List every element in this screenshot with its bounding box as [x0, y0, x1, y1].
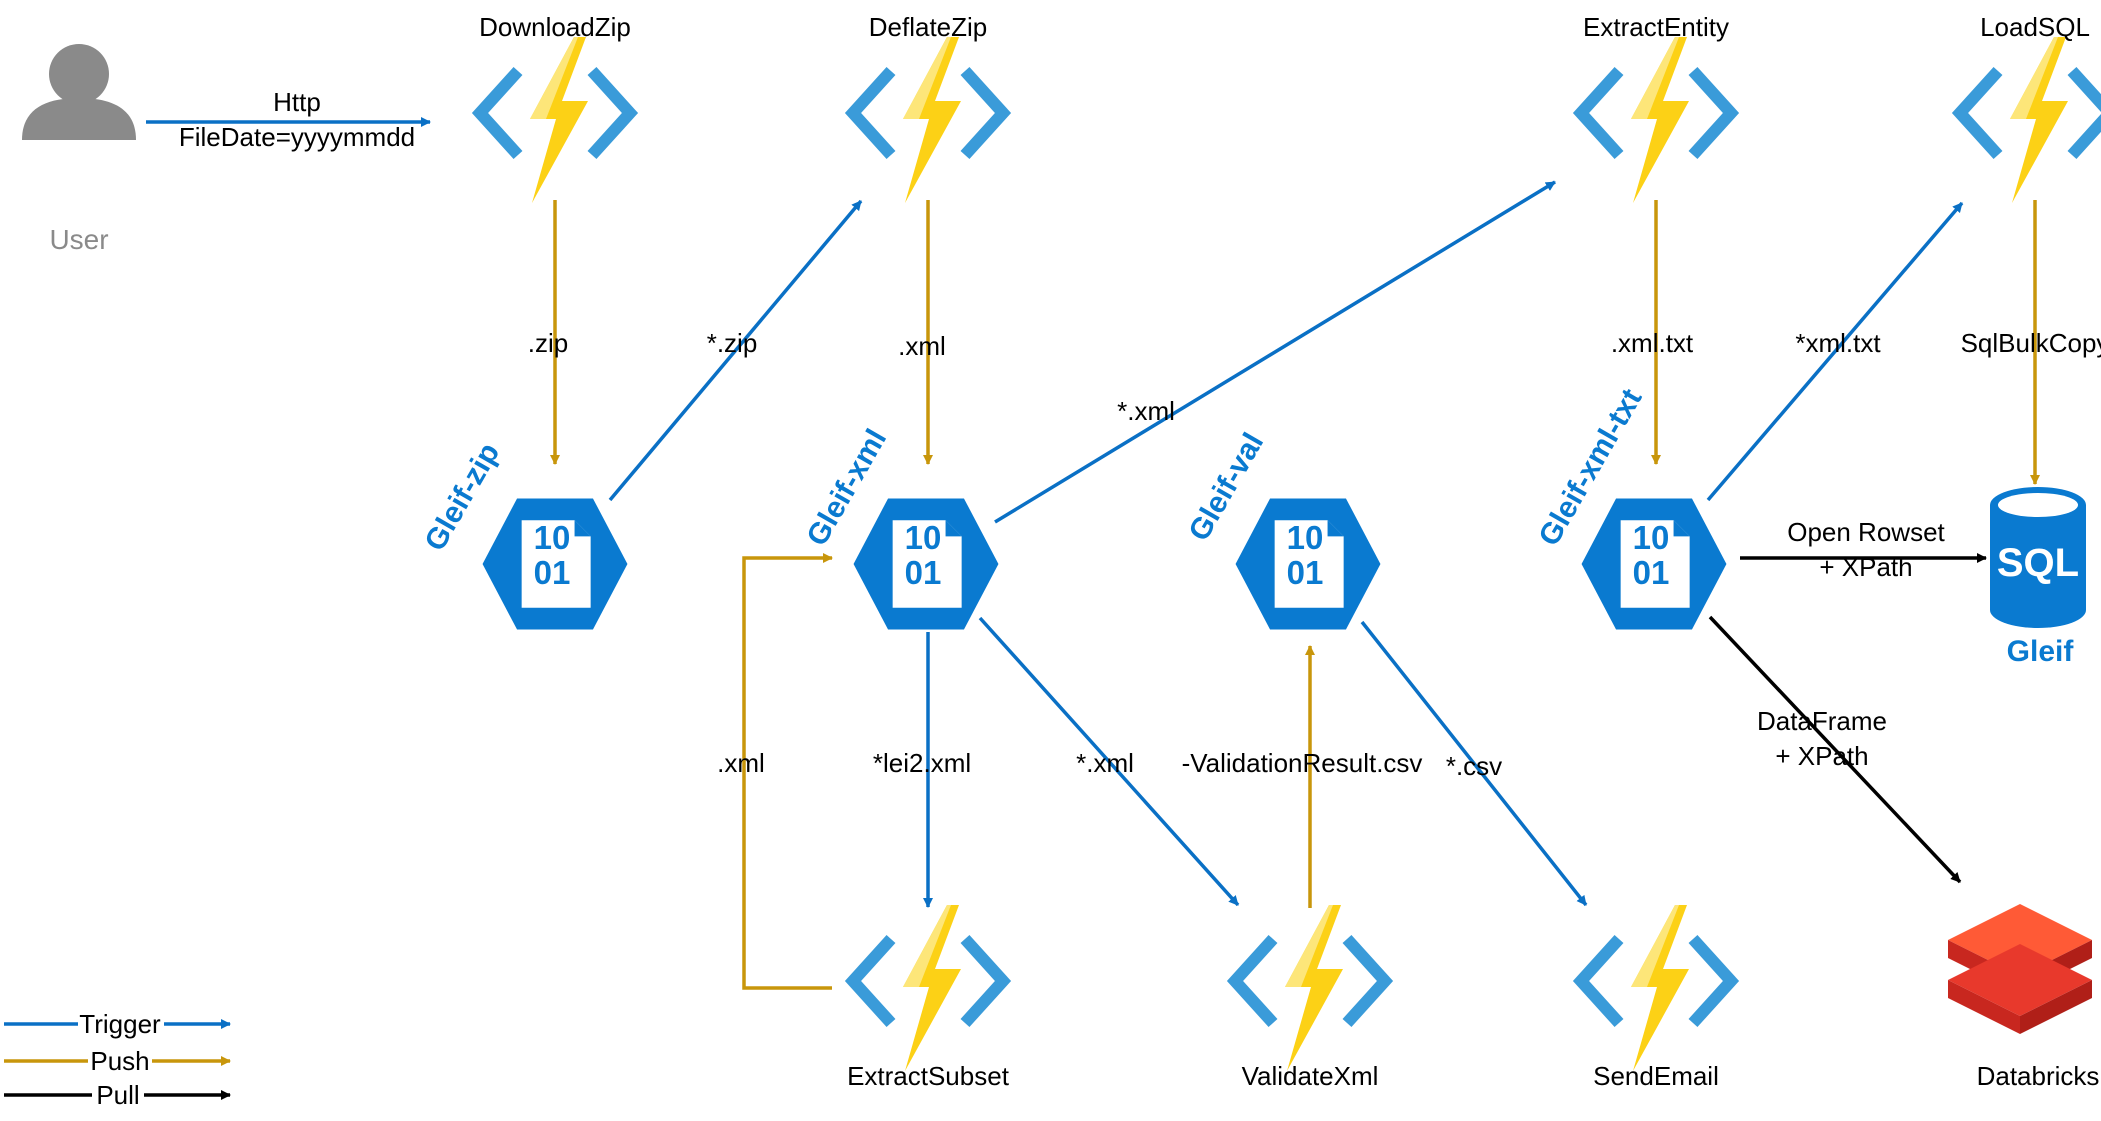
gleif-xml-txt-storage-icon: 10 01 — [1581, 498, 1727, 630]
legend-push-label: Push — [90, 1046, 149, 1076]
edge-validate-trigger — [978, 616, 1240, 907]
extractsubset-label: ExtractSubset — [847, 1061, 1010, 1091]
loadsql-function-icon — [1960, 37, 2101, 203]
edge-zip-trigger — [608, 199, 863, 502]
edge-label-zip: .zip — [528, 328, 568, 358]
deflatezip-label: DeflateZip — [869, 12, 988, 42]
validatexml-label: ValidateXml — [1242, 1061, 1379, 1091]
legend-trigger-label: Trigger — [79, 1009, 161, 1039]
edge-label-subset-xml: .xml — [717, 748, 765, 778]
sql-gleif-label: Gleif — [2007, 635, 2075, 668]
edge-label-lei2: *lei2.xml — [873, 748, 971, 778]
gleif-xml-storage-icon: 10 01 — [853, 498, 999, 630]
legend-pull-label: Pull — [96, 1080, 139, 1110]
svg-text:10: 10 — [905, 519, 942, 556]
edge-label-openrowset-xpath: + XPath — [1819, 552, 1912, 582]
edge-label-zip-trigger: *.zip — [707, 328, 758, 358]
databricks-label: Databricks — [1977, 1061, 2100, 1091]
edge-label-dataframe-xpath: + XPath — [1775, 741, 1868, 771]
svg-text:01: 01 — [534, 554, 571, 591]
extractsubset-function-icon — [853, 905, 1003, 1071]
edge-label-validation: -ValidationResult.csv — [1182, 748, 1423, 778]
user-label: User — [49, 224, 108, 255]
edge-label-xml-txt: .xml.txt — [1611, 328, 1694, 358]
gleif-val-storage-icon: 10 01 — [1235, 498, 1381, 630]
edge-label-csv: *.csv — [1446, 751, 1502, 781]
downloadzip-label: DownloadZip — [479, 12, 631, 42]
svg-text:10: 10 — [534, 519, 571, 556]
svg-text:01: 01 — [1287, 554, 1324, 591]
edge-dataframe-pull — [1708, 615, 1962, 884]
edge-label-openrowset: Open Rowset — [1787, 517, 1945, 547]
edge-label-sqlbulkcopy: SqlBulkCopy — [1961, 328, 2101, 358]
svg-text:10: 10 — [1287, 519, 1324, 556]
svg-text:01: 01 — [1633, 554, 1670, 591]
extractentity-label: ExtractEntity — [1583, 12, 1729, 42]
edge-subset-push — [742, 553, 833, 990]
sendemail-label: SendEmail — [1593, 1061, 1719, 1091]
svg-text:01: 01 — [905, 554, 942, 591]
edge-xmltxt-trigger — [1706, 201, 1964, 502]
edge-label-dataframe: DataFrame — [1757, 706, 1887, 736]
user-icon — [22, 44, 136, 140]
databricks-icon — [1948, 904, 2092, 1034]
validatexml-function-icon — [1235, 905, 1385, 1071]
edge-xml-entity-trigger — [994, 180, 1556, 524]
legend: Trigger Push Pull — [4, 1009, 231, 1110]
extractentity-function-icon — [1581, 37, 1731, 203]
edge-label-xml-entity: *.xml — [1117, 396, 1175, 426]
deflatezip-function-icon — [853, 37, 1003, 203]
edge-label-xml-txt-trigger: *xml.txt — [1795, 328, 1881, 358]
gleif-zip-storage-icon: 10 01 — [482, 498, 628, 630]
downloadzip-function-icon — [480, 37, 630, 203]
sql-badge: SQL — [1997, 541, 2079, 585]
sendemail-function-icon — [1581, 905, 1731, 1071]
edge-csv-trigger — [1360, 620, 1588, 907]
edge-label-xml: .xml — [898, 331, 946, 361]
edge-label-http: Http — [273, 87, 321, 117]
edge-label-filedate: FileDate=yyyymmdd — [179, 122, 415, 152]
sql-database-icon: SQL — [1990, 487, 2086, 628]
edge-label-xml-validate: *.xml — [1076, 748, 1134, 778]
svg-text:10: 10 — [1633, 519, 1670, 556]
gleif-zip-label: Gleif-zip — [418, 438, 506, 557]
loadsql-label: LoadSQL — [1980, 12, 2090, 42]
